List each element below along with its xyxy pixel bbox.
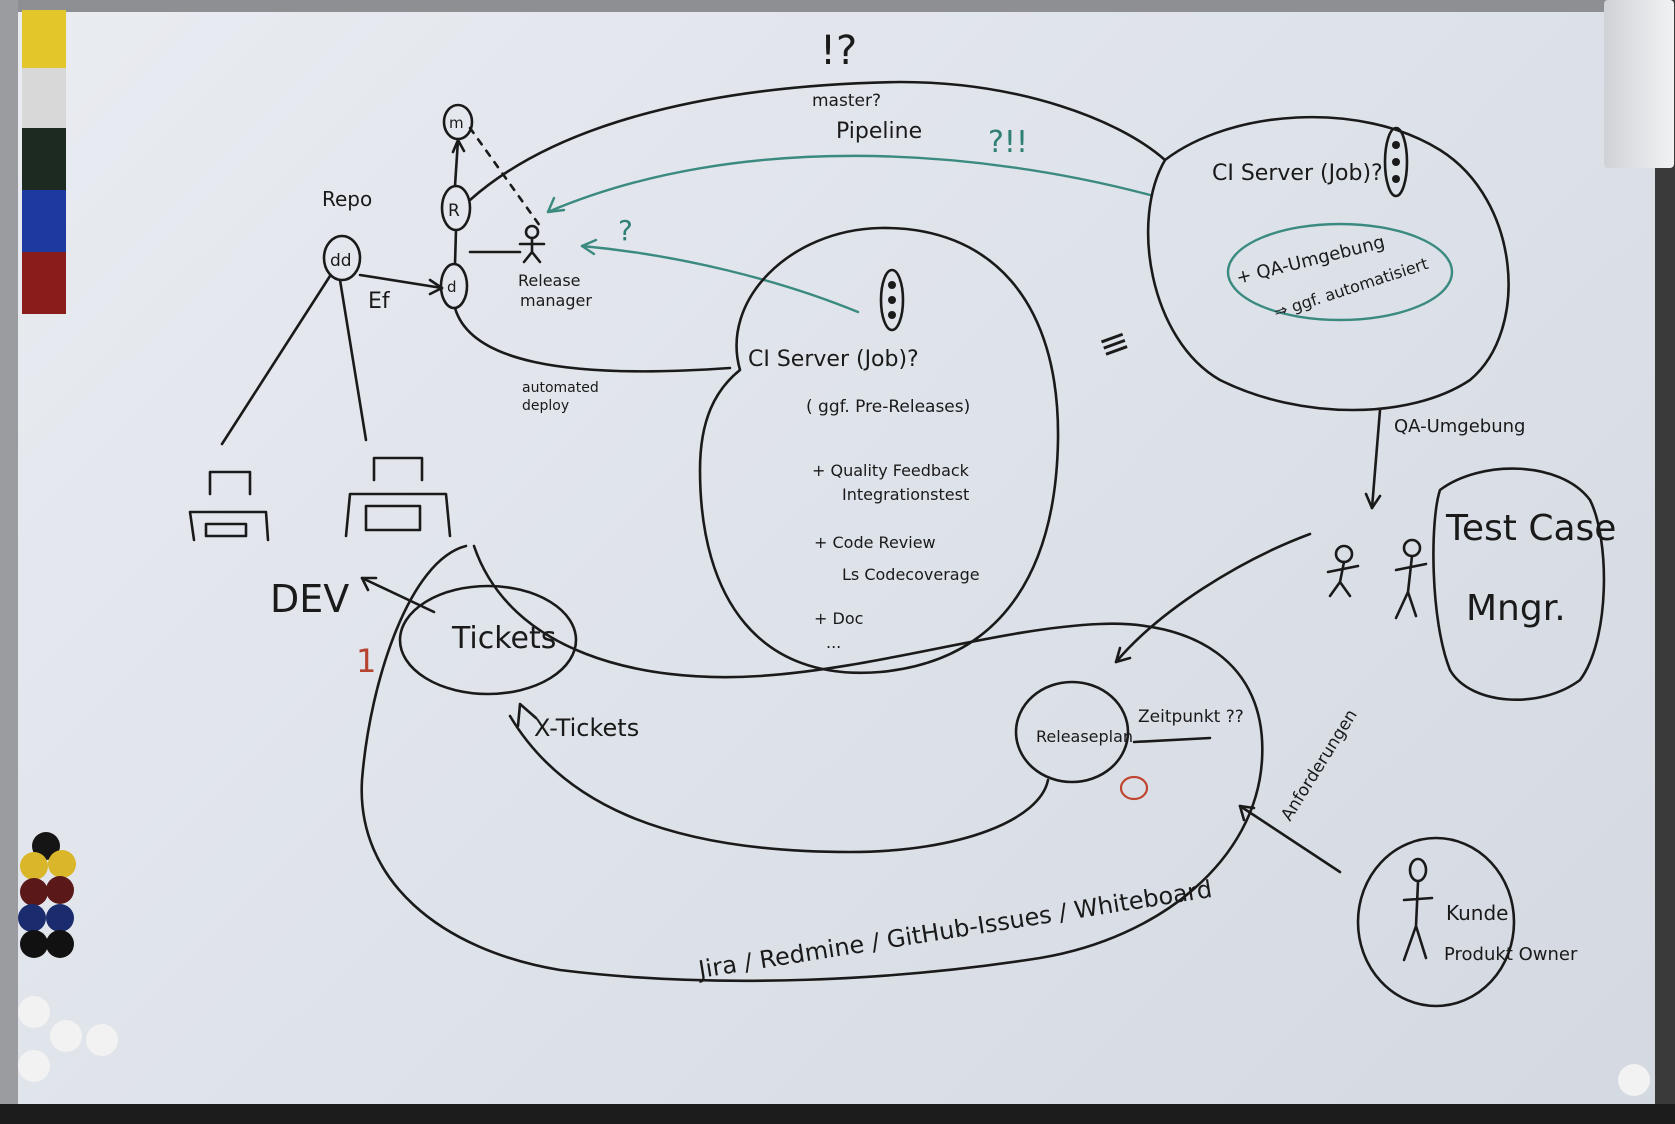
dashed-master-manager [468,126,542,228]
ci-lower-item-5: Ls Codecoverage [842,565,980,584]
xtickets-arrowhead [516,702,538,728]
red-circle [1119,775,1149,801]
release-manager-line1: Release [518,271,581,290]
test-case-mngr-line1: Test Case [1445,508,1616,549]
ci-server-lower-loop [698,226,1060,675]
teal-arrowhead-lower [580,238,598,256]
kunde-line1: Kunde [1446,901,1508,925]
desk-icon [344,456,452,538]
master-node-label: m [449,114,464,132]
x-tickets-label: X-Tickets [534,714,639,742]
tickets-to-dev-line [360,576,436,614]
eraser [1604,0,1674,168]
color-swatch-white [22,68,66,128]
dev-to-release-line [453,228,458,266]
testers-to-loop-arrowhead [1114,646,1132,664]
repo-label: Repo [322,187,372,211]
board-frame-left [0,0,18,1124]
release-to-master-arrowhead [451,138,466,154]
teal-arrowhead-top [546,196,566,214]
outer-workflow-loop [360,544,1264,983]
stick-figure-icon [1326,544,1360,598]
pipeline-label: Pipeline [836,119,922,144]
stick-figure-icon [518,224,546,264]
repo-to-desk2-line [338,278,368,442]
ci-server-lower-label: CI Server (Job)? [748,347,919,372]
testers-to-loop-line [1114,532,1312,664]
automated-deploy-line1: automated [522,380,599,396]
automated-deploy-line [453,306,732,373]
test-case-mngr-line2: Mngr. [1466,588,1566,629]
release-to-master-line [453,138,460,188]
dev-label: DEV [270,577,349,621]
automated-deploy-line2: deploy [522,398,569,414]
ci-lower-item-2: + Quality Feedback [812,461,970,480]
desk-icon [188,470,270,542]
zeitpunkt-underline [1132,736,1212,744]
repo-to-dev-line [358,273,444,290]
kunde-line2: Produkt Owner [1444,944,1578,965]
requirements-arrow [1238,804,1342,874]
ci-lower-item-4: + Code Review [814,533,936,552]
pipeline-arc [468,80,1167,202]
release-manager-line2: manager [520,291,592,310]
qa-arrow [1370,408,1382,510]
traffic-light-icon [1383,126,1409,198]
qa-teal-ellipse [1226,222,1454,322]
teal-arrow-top [546,154,1152,214]
repo-node-label: dd [330,251,352,271]
stick-figure-icon [1402,857,1434,962]
board-frame-bottom [0,1104,1675,1124]
release-to-xtickets-curve [508,714,1050,854]
qa-umgebung-label: QA-Umgebung [1394,416,1525,437]
master-question: master? [812,91,881,111]
ci-lower-item-6: + Doc [814,609,863,628]
repo-node [322,234,362,282]
magnet-icon [18,832,1650,1096]
zeitpunkt-label: Zeitpunkt ?? [1138,707,1244,727]
color-swatch-blue [22,190,66,252]
red-mark: 1 [356,642,376,680]
ci-lower-item-3: Integrationstest [842,485,969,504]
ci-server-main-circle [1146,115,1510,412]
qa-arrowhead [1364,492,1382,510]
tickets-to-dev-arrowhead [360,576,378,592]
board-frame-top [0,0,1675,12]
tools-line: Jira / Redmine / GitHub-Issues / Whitebo… [695,875,1214,984]
teal-question: ? [618,214,633,247]
release-plan-circle [1014,680,1130,784]
board-frame-right [1655,0,1675,1124]
tickets-ellipse [398,584,578,696]
tickets-label: Tickets [451,621,556,656]
equals-mark: ≡ [1093,320,1135,369]
ci-lower-item-1: ( ggf. Pre-Releases) [806,397,970,417]
release-node-label: R [448,201,460,221]
teal-arrow-lower [580,244,860,314]
kunde-circle [1356,836,1516,1008]
test-case-mngr-circle [1432,467,1606,701]
release-plan-label: Releaseplan [1036,727,1133,746]
ef-label: Ef [368,289,391,314]
dev-node-label: d [447,278,457,296]
traffic-light-icon [879,268,905,332]
requirements-arrowhead [1238,804,1256,822]
repo-to-desk1-line [220,274,332,446]
color-swatch-red [22,252,66,314]
color-swatch-black [22,128,66,190]
ci-lower-item-7: ... [826,633,841,652]
color-swatch-yellow [22,10,66,68]
stick-figure-icon [1394,538,1428,620]
top-marks: !? [820,28,857,74]
teal-marks: ?!! [988,125,1028,160]
anforderungen-label: Anforderungen [1277,706,1361,825]
ci-server-main-label: CI Server (Job)? [1212,161,1383,186]
